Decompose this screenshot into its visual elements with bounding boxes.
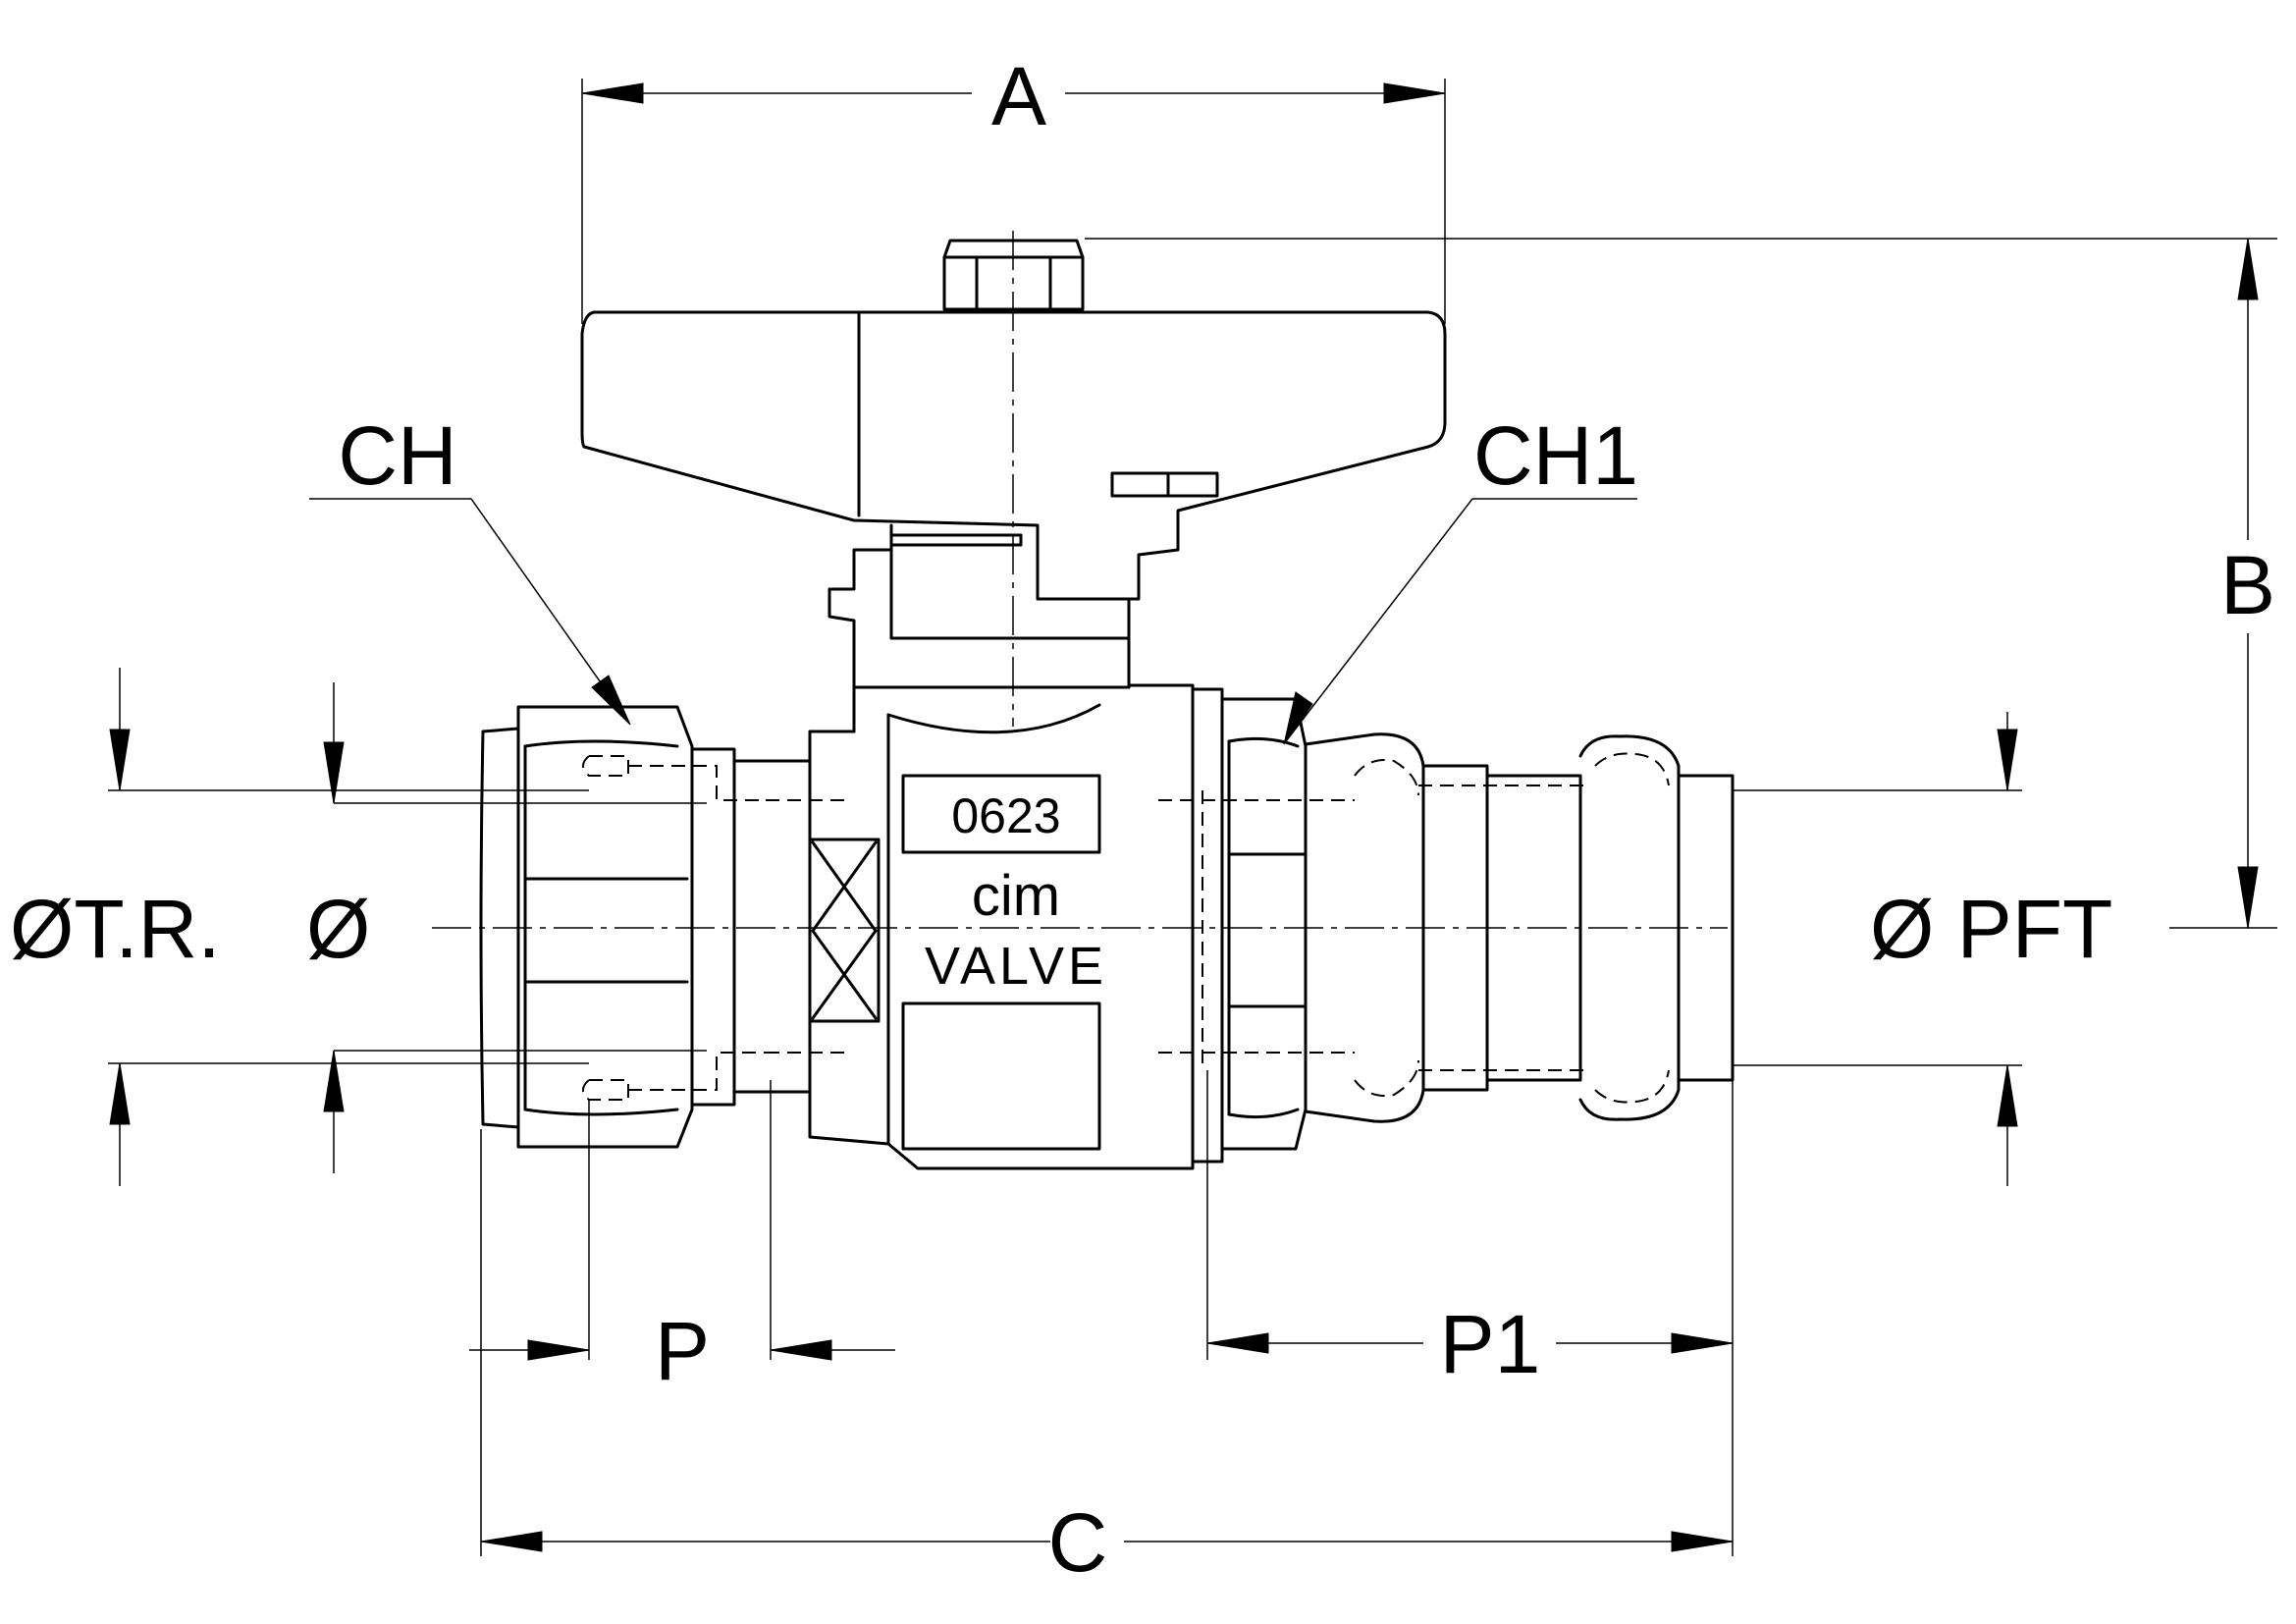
leader-CH: CH: [309, 409, 631, 726]
right-pipe-end: [1677, 774, 1735, 1082]
left-ferrule: [479, 727, 520, 1129]
dimension-left-diameters: ØT.R. Ø: [10, 668, 707, 1186]
dim-label-B: B: [2220, 539, 2275, 631]
valve-body: 0623 cim VALVE: [808, 683, 1224, 1170]
body-outline: [808, 683, 1195, 1170]
dimension-P1: P1: [1206, 1070, 1734, 1390]
marking-frame-bottom: [901, 1001, 1101, 1151]
dim-label-A: A: [991, 50, 1046, 142]
handle: [580, 239, 1447, 733]
dim-label-C: C: [1048, 1496, 1108, 1589]
stem-body: [889, 543, 1131, 689]
dimension-C: C: [480, 1080, 1734, 1589]
right-ring-1: [1304, 732, 1425, 1123]
handle-lock-tab: [1110, 471, 1219, 498]
dimension-P: P: [469, 1080, 895, 1397]
dim-label-left-inner-diameter: Ø: [306, 883, 370, 975]
left-nut: [516, 705, 694, 1149]
stem-left: [828, 523, 893, 733]
body-brand-sub: VALVE: [925, 937, 1107, 996]
dim-label-left-diameter: ØT.R.: [10, 883, 221, 975]
right-ring-2: [1578, 734, 1681, 1121]
label-CH1: CH1: [1473, 409, 1638, 502]
flow-indicator: [808, 838, 881, 1023]
leader-CH1: CH1: [1283, 409, 1638, 745]
left-compression-fitting: [479, 705, 844, 1149]
dim-label-P: P: [655, 1305, 710, 1397]
dimension-A: A: [581, 50, 1446, 324]
marking-frame-top: [901, 774, 1101, 854]
label-CH: CH: [338, 409, 456, 502]
handle-wing: [580, 310, 1447, 601]
left-collar: [690, 747, 736, 1107]
dimension-B: B: [1085, 238, 2277, 929]
right-press-fitting: [1158, 697, 1735, 1151]
right-nut: [1220, 697, 1308, 1151]
dim-label-right-diameter: Ø PFT: [1870, 883, 2112, 975]
body-brand: cim: [972, 864, 1060, 928]
body-code: 0623: [951, 788, 1060, 843]
dim-label-P1: P1: [1440, 1298, 1541, 1390]
dimension-right-diameter: Ø PFT: [1733, 712, 2112, 1186]
